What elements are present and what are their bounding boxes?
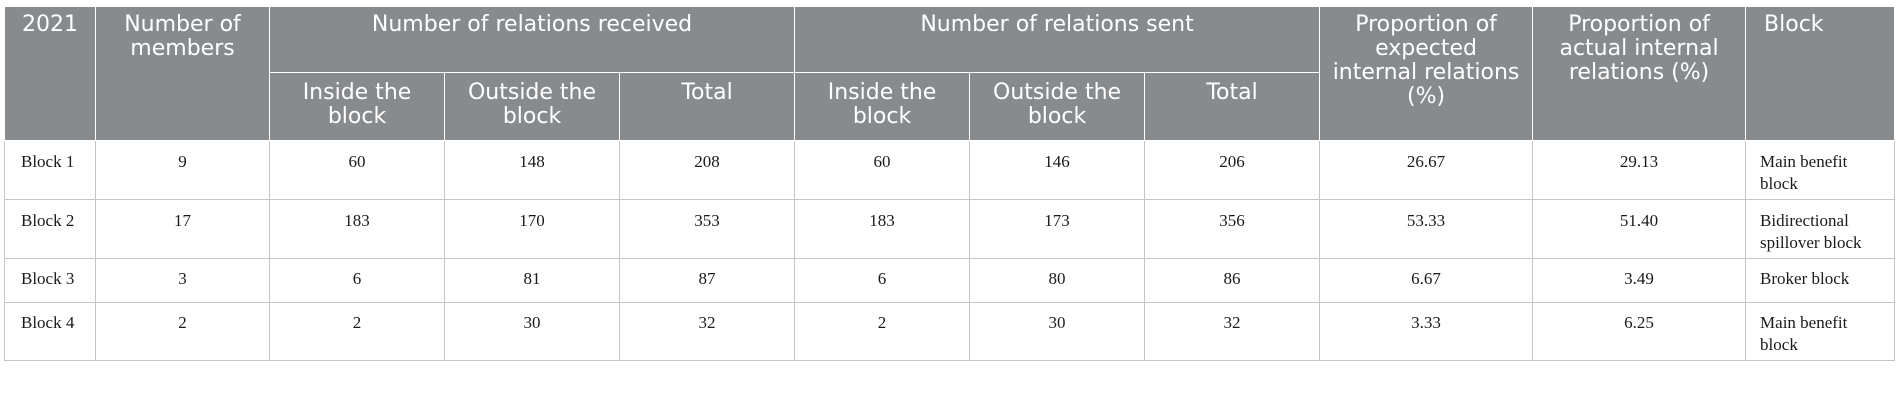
cell-block-type: Broker block	[1745, 258, 1896, 303]
cell-block-type: Bidirectional spillover block	[1745, 199, 1896, 259]
row-block-name: Block 2	[4, 199, 96, 259]
cell-block-type: Main benefit block	[1745, 140, 1896, 200]
row-block-name: Block 4	[4, 302, 96, 361]
cell-sent-outside: 80	[969, 258, 1146, 303]
cell-received-total: 208	[618, 140, 796, 200]
cell-sent-outside: 146	[969, 140, 1146, 200]
header-sent-inside: Inside the block	[794, 72, 971, 141]
header-actual-proportion: Proportion of actual internal relations …	[1532, 6, 1747, 141]
row-block-name: Block 3	[4, 258, 96, 303]
cell-block-type: Main benefit block	[1745, 302, 1896, 361]
cell-sent-total: 356	[1144, 199, 1321, 259]
header-block: Block	[1745, 6, 1896, 141]
cell-received-inside: 60	[269, 140, 445, 200]
cell-received-inside: 183	[269, 199, 445, 259]
table-row: Block 3 3 6 81 87 6 80 86 6.67 3.49 Brok…	[4, 258, 1896, 303]
header-year: 2021	[4, 6, 96, 141]
cell-actual-proportion: 3.49	[1532, 258, 1747, 303]
cell-received-outside: 170	[444, 199, 620, 259]
cell-sent-total: 32	[1144, 302, 1321, 361]
header-members: Number of members	[95, 6, 270, 141]
cell-received-total: 353	[618, 199, 796, 259]
cell-expected-proportion: 53.33	[1319, 199, 1534, 259]
cell-actual-proportion: 29.13	[1532, 140, 1747, 200]
cell-received-inside: 2	[269, 302, 445, 361]
table-row: Block 4 2 2 30 32 2 30 32 3.33 6.25 Main…	[4, 302, 1896, 361]
header-sent-total: Total	[1144, 72, 1321, 141]
cell-received-inside: 6	[269, 258, 445, 303]
cell-sent-total: 206	[1144, 140, 1321, 200]
cell-members: 9	[95, 140, 270, 200]
cell-members: 2	[95, 302, 270, 361]
cell-received-total: 87	[618, 258, 796, 303]
header-sent-outside: Outside the block	[969, 72, 1146, 141]
cell-received-total: 32	[618, 302, 796, 361]
cell-received-outside: 30	[444, 302, 620, 361]
cell-expected-proportion: 26.67	[1319, 140, 1534, 200]
cell-sent-outside: 30	[969, 302, 1146, 361]
table-header: 2021 Number of members Number of relatio…	[4, 6, 1896, 141]
cell-actual-proportion: 6.25	[1532, 302, 1747, 361]
cell-sent-outside: 173	[969, 199, 1146, 259]
cell-expected-proportion: 3.33	[1319, 302, 1534, 361]
header-relations-sent: Number of relations sent	[794, 6, 1321, 73]
cell-actual-proportion: 51.40	[1532, 199, 1747, 259]
row-block-name: Block 1	[4, 140, 96, 200]
header-received-total: Total	[618, 72, 796, 141]
block-relations-table: 2021 Number of members Number of relatio…	[4, 6, 1896, 361]
cell-members: 17	[95, 199, 270, 259]
header-received-outside: Outside the block	[444, 72, 620, 141]
cell-sent-inside: 6	[794, 258, 971, 303]
cell-expected-proportion: 6.67	[1319, 258, 1534, 303]
cell-received-outside: 148	[444, 140, 620, 200]
table-body: Block 1 9 60 148 208 60 146 206 26.67 29…	[4, 140, 1896, 361]
cell-sent-inside: 183	[794, 199, 971, 259]
cell-members: 3	[95, 258, 270, 303]
table-row: Block 2 17 183 170 353 183 173 356 53.33…	[4, 199, 1896, 259]
cell-received-outside: 81	[444, 258, 620, 303]
header-expected-proportion: Proportion of expected internal relation…	[1319, 6, 1534, 141]
cell-sent-inside: 60	[794, 140, 971, 200]
cell-sent-total: 86	[1144, 258, 1321, 303]
header-relations-received: Number of relations received	[268, 6, 796, 73]
table-container: 2021 Number of members Number of relatio…	[4, 6, 1896, 361]
header-received-inside: Inside the block	[269, 72, 445, 141]
cell-sent-inside: 2	[794, 302, 971, 361]
table-row: Block 1 9 60 148 208 60 146 206 26.67 29…	[4, 140, 1896, 200]
